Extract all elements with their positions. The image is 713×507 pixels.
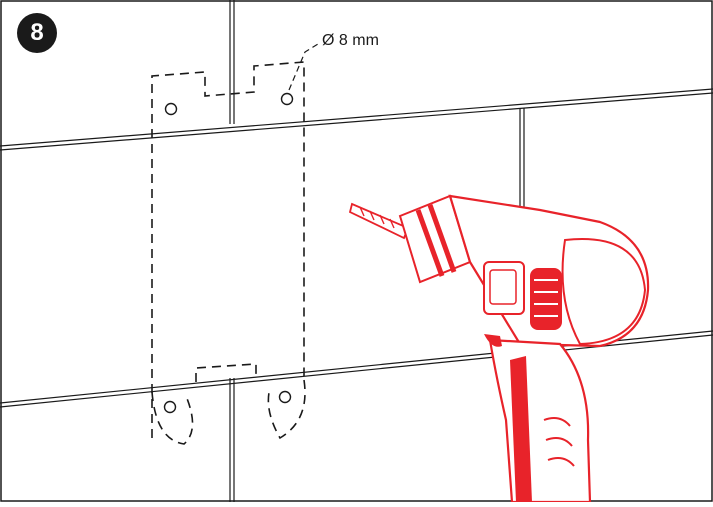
step-number-badge: 8: [17, 13, 57, 53]
bracket-upper-edge: [151, 61, 305, 438]
tile-joint-top-b: [0, 92, 713, 151]
hole-bottom-right: [278, 390, 292, 404]
hole-diameter-label: Ø 8 mm: [322, 32, 379, 49]
hole-top-right: [280, 92, 294, 106]
drill-side-panel: [483, 261, 525, 315]
drill-trigger: [484, 334, 502, 347]
drill-motor-cap: [561, 238, 647, 346]
drill-handle: [488, 338, 592, 504]
tile-joint-bottom-b: [0, 334, 713, 408]
drill-grip: [510, 356, 532, 502]
mounting-holes: [163, 92, 294, 414]
bracket-lower-left-tab: [151, 391, 194, 445]
bracket-bottom-notch: [195, 363, 257, 382]
dimension-leader-line: [288, 43, 319, 91]
mounting-bracket-outline: [151, 61, 306, 445]
drill-vents: [530, 268, 562, 330]
bracket-lower-right-tab: [267, 379, 306, 440]
hole-top-left: [164, 102, 178, 116]
drill-bit: [348, 202, 410, 240]
hole-bottom-left: [163, 400, 177, 414]
tile-joint-top-a: [0, 88, 713, 147]
cordless-drill-icon: [348, 194, 650, 504]
